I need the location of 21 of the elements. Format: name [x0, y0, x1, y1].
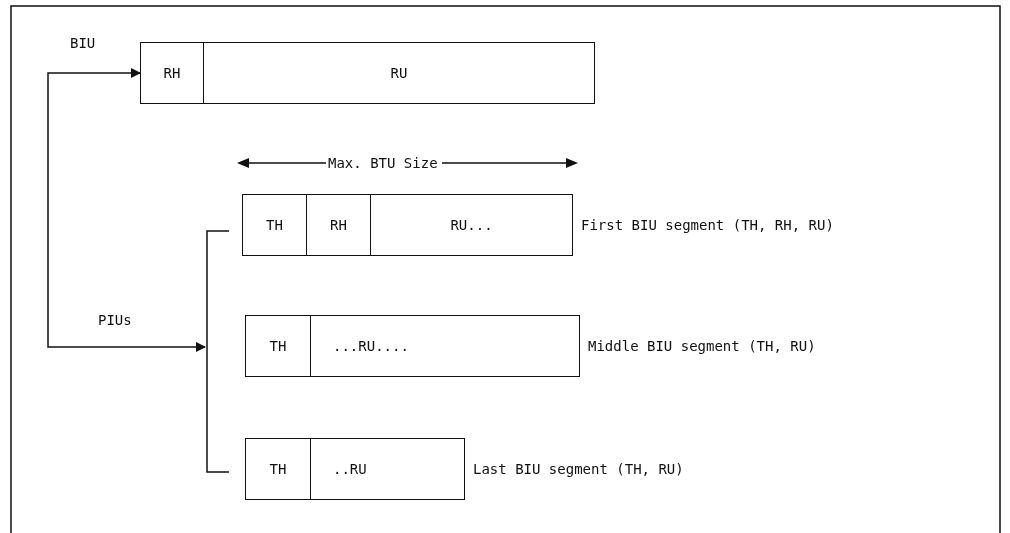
arrow: [47, 68, 206, 352]
field-cell: TH: [246, 316, 311, 376]
bracket: [205, 230, 229, 473]
dimension-label: Max. BTU Size: [328, 155, 438, 171]
field-cell: ...RU....: [311, 316, 579, 376]
segment-caption: Last BIU segment (TH, RU): [473, 461, 684, 477]
message-box: [140, 42, 595, 104]
segment-caption: Middle BIU segment (TH, RU): [588, 338, 816, 354]
field-cell: TH: [243, 195, 307, 255]
field-cell: TH: [246, 439, 311, 499]
message-box: [245, 315, 580, 377]
segment-caption: First BIU segment (TH, RH, RU): [581, 217, 834, 233]
field-cell: RU...: [371, 195, 572, 255]
field-cell: RH: [307, 195, 371, 255]
field-cell: RU: [204, 43, 594, 103]
field-cell: ..RU: [311, 439, 464, 499]
message-box: [242, 194, 573, 256]
message-box: [245, 438, 465, 500]
layer-label: BIU: [70, 35, 96, 51]
layer-label: PIUs: [98, 312, 132, 328]
field-cell: RH: [141, 43, 204, 103]
